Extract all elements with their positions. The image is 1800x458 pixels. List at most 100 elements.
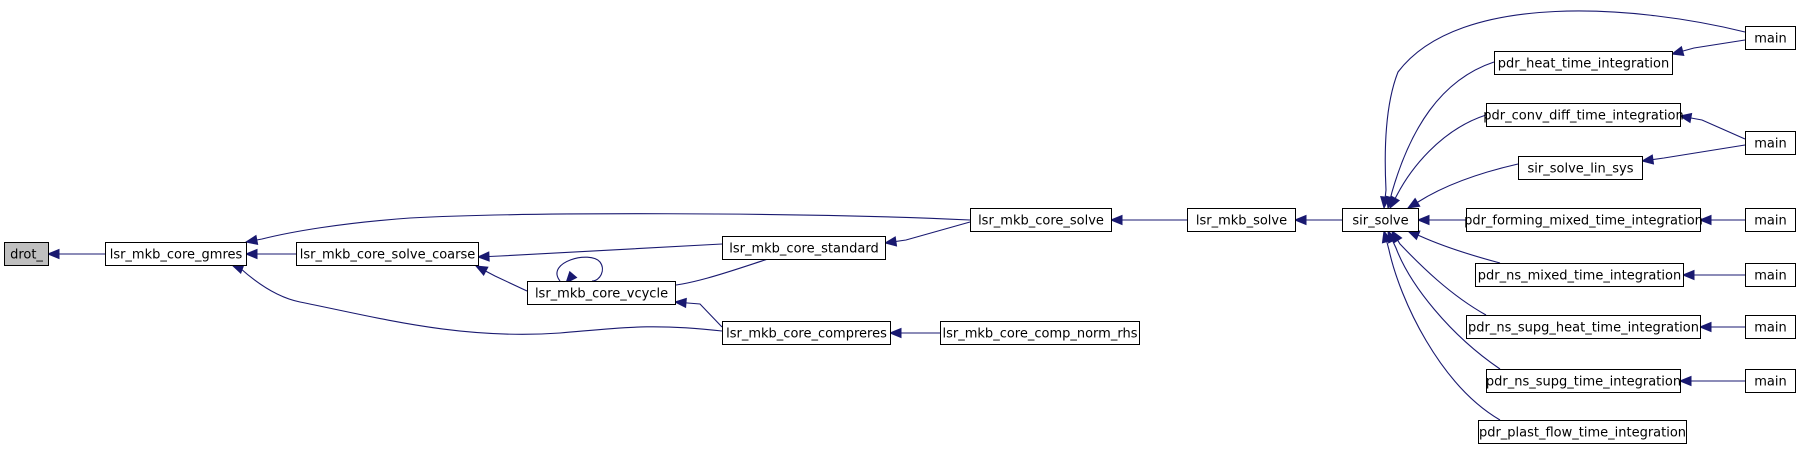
edge-arrowhead xyxy=(1109,214,1123,226)
node-plast[interactable]: pdr_plast_flow_time_integration xyxy=(1478,420,1687,444)
node-comp_norm_rhs[interactable]: lsr_mkb_core_comp_norm_rhs xyxy=(940,321,1140,345)
node-label: lsr_mkb_core_comp_norm_rhs xyxy=(943,327,1138,342)
node-supg[interactable]: pdr_ns_supg_time_integration xyxy=(1486,369,1681,393)
node-main6[interactable]: main xyxy=(1745,369,1796,393)
node-box xyxy=(527,281,676,305)
edge-arrowhead xyxy=(1640,154,1655,165)
edge-line xyxy=(1383,230,1501,421)
node-ns_mixed[interactable]: pdr_ns_mixed_time_integration xyxy=(1475,263,1684,287)
edge-arrowhead xyxy=(244,234,259,246)
node-label: main xyxy=(1754,137,1786,152)
node-label: pdr_ns_mixed_time_integration xyxy=(1478,269,1681,284)
node-box xyxy=(1745,131,1796,155)
node-label: lsr_mkb_core_standard xyxy=(729,242,879,257)
edge-line xyxy=(1387,61,1495,209)
node-label: lsr_mkb_core_compreres xyxy=(726,327,887,342)
node-drot[interactable]: drot_ xyxy=(4,242,49,266)
edge-standard-to-solve_coarse xyxy=(476,243,723,262)
node-label: lsr_mkb_solve xyxy=(1196,214,1287,229)
edge-line xyxy=(1391,230,1487,316)
node-box xyxy=(1494,51,1673,75)
edge-arrowhead xyxy=(474,265,489,276)
edge-main5-to-supg_heat xyxy=(1698,321,1745,333)
edge-ns_mixed-to-sir_solve xyxy=(1406,230,1501,264)
edge-arrowhead xyxy=(1698,214,1712,226)
node-heat[interactable]: pdr_heat_time_integration xyxy=(1494,51,1673,75)
node-box xyxy=(1475,263,1684,287)
node-standard[interactable]: lsr_mkb_core_standard xyxy=(722,236,886,260)
node-main3[interactable]: main xyxy=(1745,208,1796,232)
edge-line xyxy=(1383,10,1746,209)
node-vcycle[interactable]: lsr_mkb_core_vcycle xyxy=(527,281,676,305)
node-label: main xyxy=(1754,321,1786,336)
edge-arrowhead xyxy=(673,297,687,309)
edge-lin_sys-to-sir_solve xyxy=(1406,163,1519,209)
node-label: pdr_forming_mixed_time_integration xyxy=(1464,214,1703,229)
node-box xyxy=(1466,315,1701,339)
edge-arrowhead xyxy=(1293,214,1307,226)
edge-line xyxy=(245,213,971,243)
edge-gmres-to-drot xyxy=(46,248,105,260)
edge-line xyxy=(1387,230,1501,370)
edge-arrowhead xyxy=(1681,269,1695,281)
node-label: pdr_ns_supg_heat_time_integration xyxy=(1468,321,1699,336)
edge-line xyxy=(1641,144,1746,162)
edge-arrowhead xyxy=(1406,197,1421,209)
node-box xyxy=(1745,263,1796,287)
edge-line xyxy=(884,221,971,244)
node-box xyxy=(1466,208,1701,232)
node-sir_solve[interactable]: sir_solve xyxy=(1342,208,1419,232)
edge-arrowhead xyxy=(1389,195,1401,210)
edge-compreres-to-vcycle xyxy=(673,297,723,328)
edge-arrowhead xyxy=(1416,214,1430,226)
node-conv_diff[interactable]: pdr_conv_diff_time_integration xyxy=(1483,103,1684,127)
node-main4[interactable]: main xyxy=(1745,263,1796,287)
node-box xyxy=(1745,315,1796,339)
node-solve_coarse[interactable]: lsr_mkb_core_solve_coarse xyxy=(296,242,479,266)
node-compreres[interactable]: lsr_mkb_core_compreres xyxy=(722,321,891,345)
node-label: lsr_mkb_core_solve_coarse xyxy=(300,248,476,263)
node-box xyxy=(1486,103,1681,127)
edge-arrowhead xyxy=(244,248,258,260)
node-lin_sys[interactable]: sir_solve_lin_sys xyxy=(1518,156,1643,180)
node-main2[interactable]: main xyxy=(1745,131,1796,155)
edge-arrowhead xyxy=(476,251,490,262)
edge-arrowhead xyxy=(1698,321,1712,333)
node-box xyxy=(1745,369,1796,393)
edge-line xyxy=(1407,163,1519,209)
node-main1[interactable]: main xyxy=(1745,26,1796,50)
node-box xyxy=(1342,208,1419,232)
edge-main2-to-lin_sys xyxy=(1640,144,1746,165)
node-box xyxy=(970,208,1112,232)
edge-forming-to-sir_solve xyxy=(1416,214,1466,226)
node-main5[interactable]: main xyxy=(1745,315,1796,339)
edge-main2-to-conv_diff xyxy=(1678,112,1746,140)
node-box xyxy=(1518,156,1643,180)
node-label: sir_solve xyxy=(1352,214,1408,229)
edge-arrowhead xyxy=(1678,375,1692,387)
node-box xyxy=(1745,26,1796,50)
node-label: lsr_mkb_core_vcycle xyxy=(535,287,668,302)
node-mkb_solve[interactable]: lsr_mkb_solve xyxy=(1187,208,1296,232)
edge-vcycle-to-solve_coarse xyxy=(474,265,528,292)
edge-line xyxy=(1407,230,1501,264)
node-core_solve[interactable]: lsr_mkb_core_solve xyxy=(970,208,1112,232)
edge-conv_diff-to-sir_solve xyxy=(1389,114,1487,210)
node-box xyxy=(722,321,891,345)
edge-plast-to-sir_solve xyxy=(1381,229,1501,421)
edge-arrowhead xyxy=(1381,229,1392,244)
node-box xyxy=(105,242,247,266)
node-supg_heat[interactable]: pdr_ns_supg_heat_time_integration xyxy=(1466,315,1701,339)
node-gmres[interactable]: lsr_mkb_core_gmres xyxy=(105,242,247,266)
node-label: pdr_heat_time_integration xyxy=(1498,57,1669,72)
node-box xyxy=(940,321,1140,345)
node-box xyxy=(1745,208,1796,232)
nodes: drot_ lsr_mkb_core_gmres lsr_mkb_core_solv… xyxy=(4,26,1796,444)
edge-main4-to-ns_mixed xyxy=(1681,269,1745,281)
node-forming[interactable]: pdr_forming_mixed_time_integration xyxy=(1464,208,1703,232)
edge-core_solve-to-gmres xyxy=(244,213,971,246)
node-box xyxy=(1486,369,1681,393)
node-label: main xyxy=(1754,375,1786,390)
node-box xyxy=(722,236,886,260)
